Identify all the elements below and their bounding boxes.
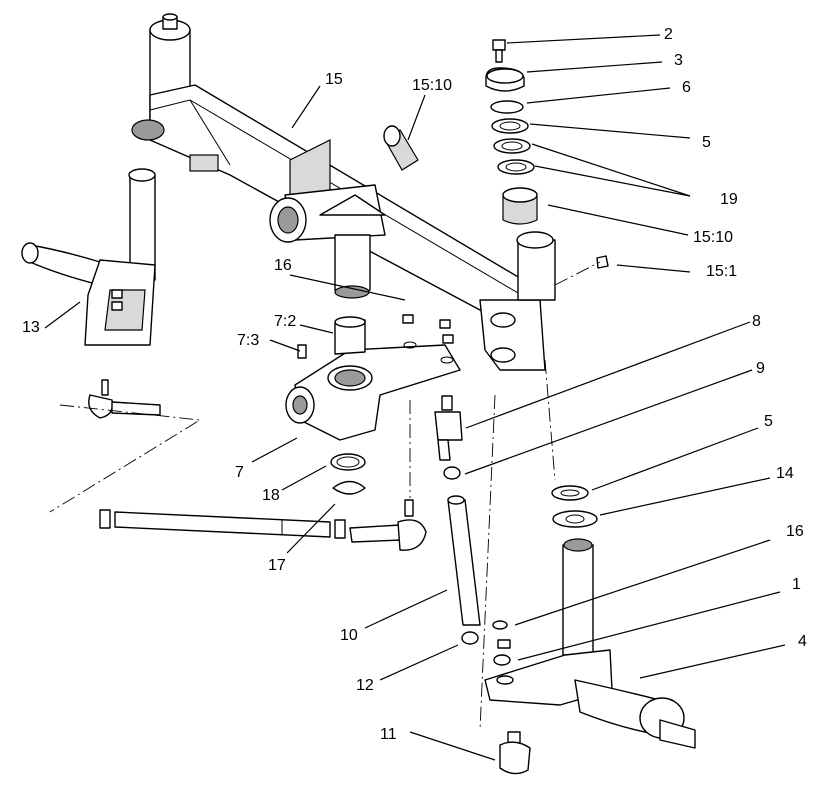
tie-rod-left	[49, 404, 346, 539]
callout-19: 19	[720, 191, 738, 208]
callout-15-10-bushing: 15:10	[412, 77, 453, 94]
callout-18: 18	[262, 487, 280, 504]
callout-11: 11	[380, 726, 397, 743]
callout-7: 7	[235, 464, 244, 481]
misc-hardware	[554, 255, 609, 286]
callout-3: 3	[674, 52, 683, 69]
callout-4: 4	[798, 633, 807, 650]
upper-pivot-hardware	[383, 39, 538, 225]
right-spindle	[484, 359, 696, 749]
callout-9: 9	[756, 360, 765, 377]
callout-7-2: 7:2	[274, 313, 297, 330]
callout-2: 2	[664, 26, 673, 43]
left-spindle	[21, 168, 161, 419]
callout-13: 13	[22, 319, 40, 336]
callout-15-10-stack: 15:10	[693, 229, 734, 246]
callout-10: 10	[340, 627, 358, 644]
callout-5-lower: 5	[764, 413, 773, 430]
callout-8: 8	[752, 313, 761, 330]
callout-15: 15	[325, 71, 343, 88]
callout-6: 6	[682, 79, 691, 96]
drag-link	[434, 394, 531, 775]
callout-1: 1	[792, 576, 801, 593]
front-axle-beam	[131, 13, 556, 371]
callout-16-lower: 16	[786, 523, 804, 540]
callout-5-upper: 5	[702, 134, 711, 151]
callout-17: 17	[268, 557, 286, 574]
callout-7-3: 7:3	[237, 332, 260, 349]
steering-arm	[285, 314, 461, 498]
callout-16-upper: 16	[274, 257, 292, 274]
callout-12: 12	[356, 677, 374, 694]
callout-leaders	[44, 34, 786, 761]
callout-15-1: 15:1	[706, 263, 738, 280]
tie-rod-end-right	[349, 499, 427, 551]
callout-14: 14	[776, 465, 794, 482]
